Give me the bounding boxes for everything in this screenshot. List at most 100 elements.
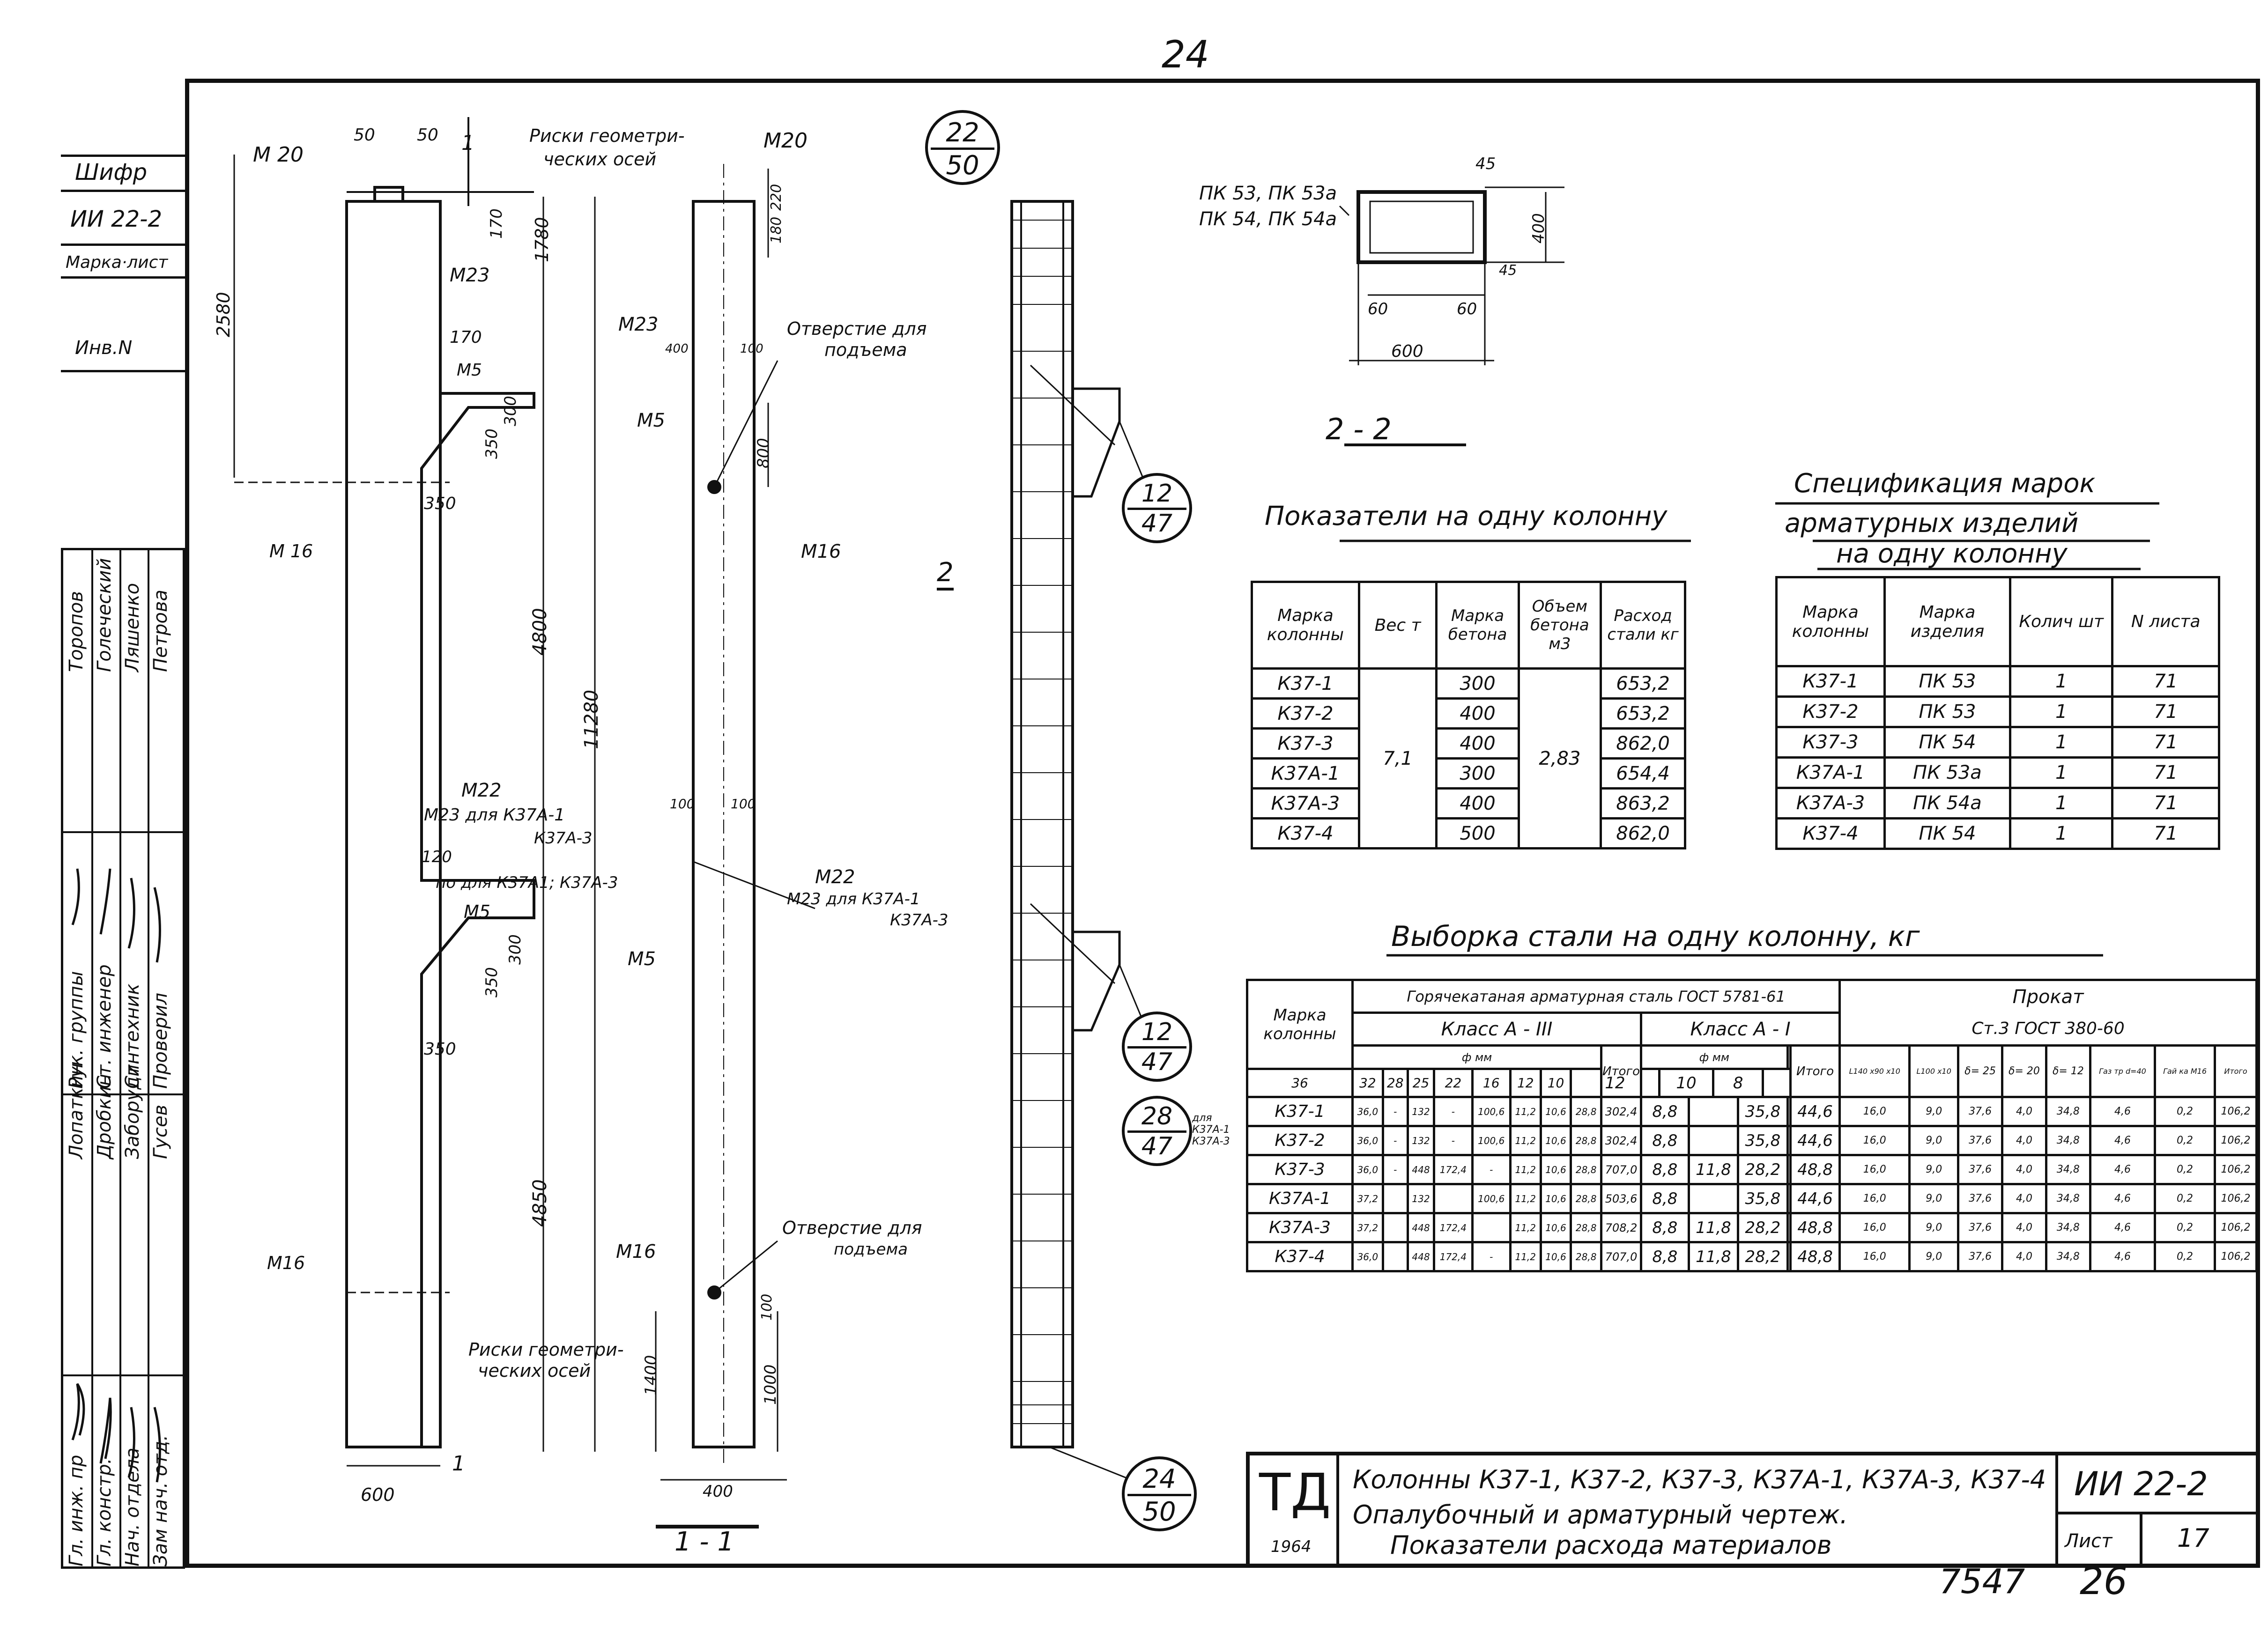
cell: К37-2 — [1775, 695, 1886, 728]
cell: 34,8 — [2045, 1154, 2091, 1185]
embed-label: К37А-3 — [534, 829, 593, 848]
embed-note: М23 для К37А-1 — [787, 890, 920, 908]
th-volume: Объем бетона м3 — [1517, 581, 1602, 670]
th-rolled-sub: Ст.3 ГОСТ 380-60 — [1838, 1012, 2258, 1047]
cell: 71 — [2111, 756, 2220, 789]
hole-note: Отверстие для — [787, 318, 927, 339]
cell: 10,6 — [1539, 1212, 1572, 1243]
product-label: ПК 54, ПК 54а — [1199, 208, 1337, 230]
th-rolled: Прокат — [1838, 979, 2258, 1013]
cell: 44,6 — [1789, 1183, 1841, 1214]
th-diameter: 10 — [1539, 1068, 1572, 1098]
dim-label: 2580 — [213, 292, 234, 337]
dim-label: 350 — [424, 494, 456, 513]
embed-label: М22 — [461, 780, 502, 801]
drawing-frame — [185, 79, 2260, 1568]
cell: 400 — [1435, 697, 1520, 730]
dim-label: 50 — [417, 126, 438, 145]
cell: ПК 54 — [1883, 726, 2011, 759]
title-line3: Показатели расхода материалов — [1390, 1530, 1832, 1560]
cell: 11,2 — [1509, 1183, 1542, 1214]
cell: 71 — [2111, 817, 2220, 850]
cell: 653,2 — [1600, 697, 1686, 730]
cell: 8,8 — [1640, 1154, 1690, 1185]
th-blank — [1761, 1068, 1792, 1098]
cell: 106,2 — [2214, 1096, 2258, 1127]
cell: - — [1381, 1154, 1409, 1185]
dim-label: 600 — [361, 1484, 395, 1505]
cell — [1687, 1125, 1740, 1156]
cell: 11,8 — [1687, 1154, 1740, 1185]
spec-title: Спецификация марок — [1794, 468, 2096, 499]
cell: 4,6 — [2089, 1212, 2157, 1243]
cell — [1381, 1183, 1409, 1214]
callout-note: для К37А-1 К37А-3 — [1192, 1112, 1230, 1147]
cell-volume: 2,83 — [1517, 667, 1602, 849]
cell: - — [1381, 1125, 1409, 1156]
dim-label: 60 — [1368, 300, 1388, 318]
cell: 708,2 — [1600, 1212, 1643, 1243]
cell: 400 — [1435, 727, 1520, 760]
th-total1: Итого — [1789, 1044, 1841, 1098]
dim-label: 100 — [731, 796, 756, 812]
embed-label: М5 — [457, 361, 482, 380]
dim-label: 50 — [354, 126, 375, 145]
cell: 863,2 — [1600, 787, 1686, 820]
th-sheet: N листа — [2111, 576, 2220, 667]
section-title: 2 - 2 — [1326, 412, 1392, 446]
cell: 1 — [2009, 726, 2114, 759]
cell: К37-3 — [1251, 727, 1360, 760]
stamp-label-inv: Инв.N — [75, 337, 133, 359]
th-rolled-col: δ= 25 — [1957, 1044, 2004, 1098]
cell: 36,0 — [1351, 1096, 1384, 1127]
cell: 448 — [1406, 1212, 1436, 1243]
cell: 10,6 — [1539, 1183, 1572, 1214]
cell: К37-2 — [1251, 697, 1360, 730]
cell: 653,2 — [1600, 667, 1686, 700]
cell: 172,4 — [1433, 1212, 1474, 1243]
cell: 34,8 — [2045, 1241, 2091, 1272]
cell: К37-3 — [1246, 1154, 1354, 1185]
cell: 37,6 — [1957, 1125, 2004, 1156]
cell: ПК 54а — [1883, 787, 2011, 820]
th-diameter: 22 — [1433, 1068, 1474, 1098]
cell: 9,0 — [1908, 1212, 1960, 1243]
cell: 28,2 — [1737, 1241, 1789, 1272]
dim-label: 11280 — [581, 689, 602, 749]
cell: 8,8 — [1640, 1096, 1690, 1127]
spec-table: Марка колонны Марка изделия Колич шт N л… — [1775, 576, 2220, 850]
dim-label: 350 — [482, 428, 501, 459]
dim-label: 100 — [759, 1293, 775, 1321]
cell: 28,8 — [1570, 1241, 1603, 1272]
th-rolled-col: Газ тр d=40 — [2089, 1044, 2157, 1098]
callout-circle: 12 47 — [1122, 473, 1192, 543]
th-class1: Класс А - I — [1640, 1012, 1841, 1047]
cell: 4,6 — [2089, 1241, 2157, 1272]
th-rolled-col: Гай ка М16 — [2154, 1044, 2216, 1098]
dim-label: 4800 — [529, 608, 551, 656]
cell: 36,0 — [1351, 1241, 1384, 1272]
cell: К37А-3 — [1246, 1212, 1354, 1243]
th-diameter: 32 — [1351, 1068, 1384, 1098]
th-diameter: 12 — [1509, 1068, 1542, 1098]
steel-title: Выборка стали на одну колонну, кг — [1391, 920, 1920, 953]
cell: 11,8 — [1687, 1241, 1740, 1272]
cell: 44,6 — [1789, 1125, 1841, 1156]
embed-label: М 16 — [269, 541, 313, 561]
dim-label: 400 — [1529, 213, 1548, 244]
cell: 1 — [2009, 817, 2114, 850]
cell: К37-4 — [1775, 817, 1886, 850]
cell: 4,6 — [2089, 1125, 2157, 1156]
embed-note: по для К37А1; К37А-3 — [436, 873, 618, 892]
cell: 10,6 — [1539, 1241, 1572, 1272]
th-weight: Вес т — [1357, 581, 1438, 670]
th-diameter: 25 — [1406, 1068, 1436, 1098]
section-mark: 2 — [937, 557, 954, 591]
th-qty: Колич шт — [2009, 576, 2114, 667]
cell: 28,2 — [1737, 1154, 1789, 1185]
cell: 4,6 — [2089, 1096, 2157, 1127]
axis-note: Риски геометри- — [529, 126, 685, 146]
embed-label: М16 — [616, 1241, 656, 1263]
cell: 71 — [2111, 726, 2220, 759]
